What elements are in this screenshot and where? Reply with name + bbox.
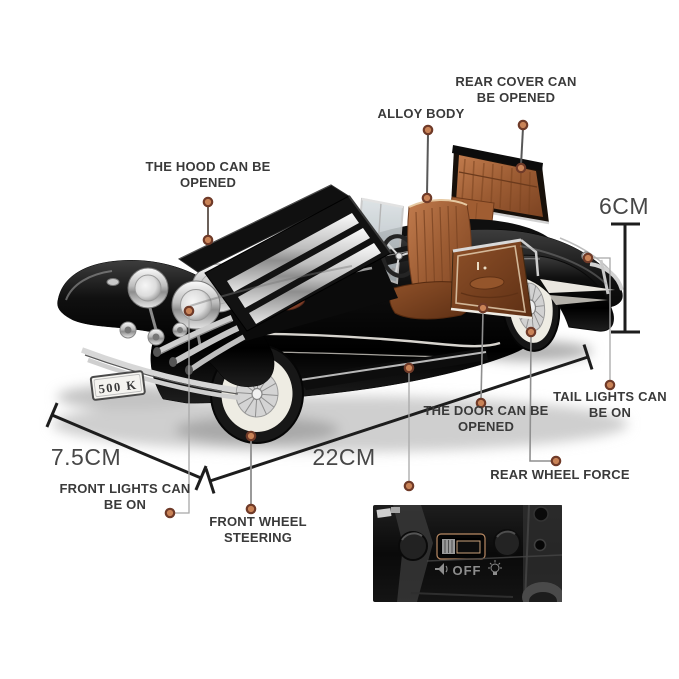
callout-dot — [202, 234, 214, 246]
hood-panel-right — [204, 195, 392, 332]
callout-line: ALLOY BODY — [377, 106, 465, 121]
hood-louver — [227, 213, 359, 292]
underside-photo: OFF — [373, 504, 564, 612]
callout-dot — [421, 192, 433, 204]
dimension-lines — [45, 222, 640, 494]
callout-dot — [245, 503, 257, 515]
callout-dot — [604, 379, 616, 391]
leader-alloy-body — [426, 133, 429, 196]
callout-line: FRONT LIGHTS CAN — [59, 481, 191, 496]
callout-line: TAIL LIGHTS CAN — [553, 389, 667, 404]
callout-dot — [403, 362, 415, 374]
dimension-height-label: 6CM — [598, 193, 650, 219]
horns — [119, 321, 188, 346]
callout-line: REAR COVER CAN — [455, 74, 577, 89]
callout-dot — [550, 455, 562, 467]
callout-door: THE DOOR CAN BE OPENED — [423, 403, 548, 435]
callout-alloy-body: ALLOY BODY — [378, 106, 465, 122]
dimension-height-6cm — [611, 222, 640, 334]
headlights — [127, 267, 221, 346]
bulb-icon — [488, 560, 502, 575]
callout-dot — [515, 162, 527, 174]
callout-dot — [475, 397, 487, 409]
callout-dot — [477, 302, 489, 314]
speaker-icon — [435, 563, 448, 575]
callout-line: BE OPENED — [476, 90, 556, 105]
switch-legend: OFF — [435, 560, 502, 578]
dimension-length-label: 22CM — [312, 444, 376, 470]
car-door — [450, 238, 540, 320]
leader-front-lights — [175, 314, 190, 514]
callout-line: THE HOOD CAN BE — [145, 159, 271, 174]
callout-dot — [517, 119, 529, 131]
callout-line: FRONT WHEEL — [209, 514, 307, 529]
screw-hole — [533, 538, 547, 552]
callout-line: OPENED — [457, 419, 515, 434]
leader-tail-lights — [591, 257, 611, 382]
callout-hood: THE HOOD CAN BE OPENED — [145, 159, 270, 191]
callout-rear-cover: REAR COVER CAN BE OPENED — [455, 74, 576, 106]
dimension-length-22cm — [204, 344, 594, 494]
power-switch[interactable] — [436, 533, 486, 560]
callout-rear-wheel-force: REAR WHEEL FORCE — [490, 467, 629, 483]
front-bumper — [81, 347, 241, 401]
callout-dot — [403, 480, 415, 492]
axle-boss-left — [398, 531, 428, 561]
license-plate-text: 500 K — [98, 378, 139, 397]
underside-photo-art: OFF — [373, 504, 564, 612]
running-board — [298, 348, 488, 390]
callout-front-lights: FRONT LIGHTS CAN BE ON — [59, 481, 190, 513]
callout-tail-lights: TAIL LIGHTS CAN BE ON — [553, 389, 667, 421]
fuel-cap — [106, 278, 120, 286]
exhaust-pipes — [153, 315, 246, 375]
leader-rear-wheel — [529, 334, 552, 462]
top-right-hole — [533, 506, 549, 522]
leader-lines — [175, 127, 611, 514]
callout-dot — [183, 305, 195, 317]
callout-line: REAR WHEEL FORCE — [490, 467, 630, 482]
leader-door — [480, 310, 484, 401]
callout-line: OPENED — [179, 175, 237, 190]
callout-dot — [202, 196, 214, 208]
leader-rear-cover — [520, 127, 524, 166]
switch-state-label: OFF — [453, 563, 482, 578]
hood-louver — [249, 243, 381, 324]
callout-line: THE DOOR CAN BE — [423, 403, 549, 418]
callout-dot — [525, 326, 537, 338]
callout-line: STEERING — [223, 530, 293, 545]
body-highlights — [189, 245, 607, 307]
axle-boss-right — [493, 529, 521, 557]
callout-front-wheel-steering: FRONT WHEEL STEERING — [209, 514, 307, 546]
callout-dot — [245, 430, 257, 442]
callout-line: BE ON — [588, 405, 632, 420]
dimension-width-7-5cm — [45, 402, 208, 491]
hood-louver — [238, 228, 370, 308]
callout-line: BE ON — [103, 497, 147, 512]
callout-dot — [422, 124, 434, 136]
callout-dot — [582, 252, 594, 264]
license-plate: 500 K — [89, 370, 146, 401]
dimension-width-label: 7.5CM — [50, 444, 122, 470]
callout-dots — [164, 119, 616, 519]
callout-dot — [164, 507, 176, 519]
